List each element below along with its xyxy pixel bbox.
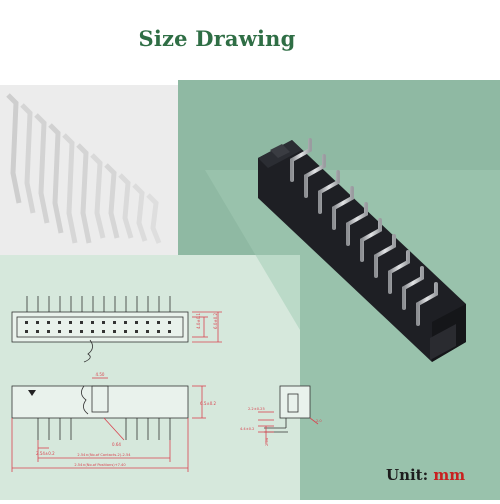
front-view-dimension-lines bbox=[11, 377, 206, 472]
unit-label-text: Unit: bbox=[386, 466, 429, 484]
top-view-leads bbox=[26, 296, 171, 312]
side-view-dimension-lines bbox=[258, 411, 319, 444]
unit-value: mm bbox=[433, 466, 466, 484]
drawing-panel bbox=[0, 255, 300, 500]
unit-label: Unit: mm bbox=[386, 466, 465, 484]
body-width-label: 6.0±0.2 bbox=[213, 312, 218, 329]
pin-pitch-label: 2.54±0.2 bbox=[36, 451, 55, 456]
top-height-label: 6.5±0.2 bbox=[200, 401, 217, 406]
front-view-leads bbox=[37, 418, 171, 440]
top-view-dimension-lines bbox=[192, 311, 222, 343]
side-b-label: 4.4±0.2 bbox=[240, 427, 254, 431]
page-title: Size Drawing bbox=[138, 26, 296, 51]
side-view-drawing bbox=[258, 385, 319, 444]
blurred-pins bbox=[6, 93, 162, 244]
side-c-label: 2.54 bbox=[265, 437, 269, 446]
side-d-label: 2.0 bbox=[316, 419, 322, 423]
front-view-drawing bbox=[11, 377, 206, 472]
side-a-label: 2.2±0.25 bbox=[248, 407, 265, 411]
connector-pins bbox=[290, 138, 438, 326]
connector-photo bbox=[258, 138, 466, 362]
positions-formula-label: 2.54×(No.of Positions)+7.40 bbox=[74, 463, 126, 467]
pin-width-label: 0.64 bbox=[112, 442, 121, 447]
inner-width-label: 4.0±0.1 bbox=[196, 312, 201, 329]
top-view-contacts bbox=[25, 321, 171, 333]
pin-height-label: 4.50 bbox=[96, 372, 105, 377]
top-view-drawing bbox=[11, 296, 222, 363]
contacts-formula-label: 2.54×(No.of Contacts-2)-2.54 bbox=[77, 453, 131, 457]
